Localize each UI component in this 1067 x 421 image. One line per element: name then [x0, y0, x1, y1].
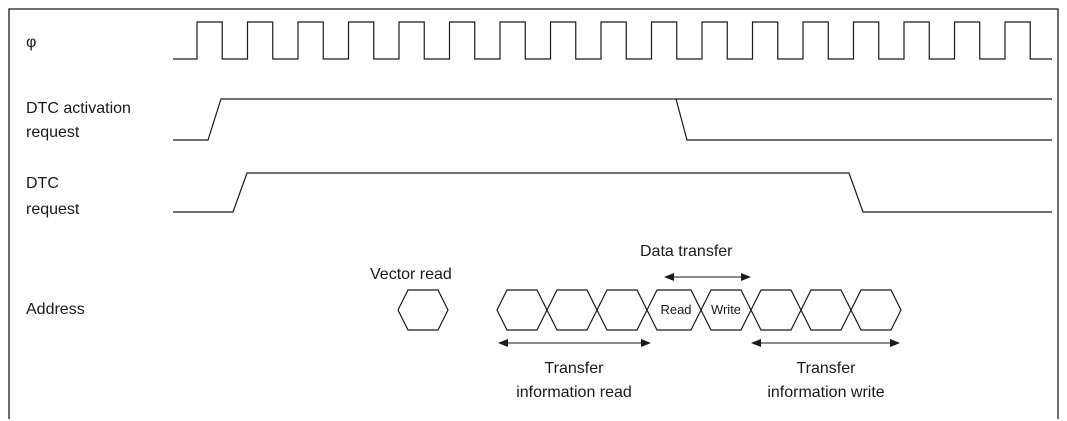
- phi-label: φ: [26, 34, 36, 51]
- read-cell-label: Read: [660, 302, 691, 317]
- write-cell-label: Write: [711, 302, 741, 317]
- data-transfer-label: Data transfer: [640, 243, 733, 260]
- transfer-cell: [800, 289, 852, 331]
- dtc-activation-request-waveform: [173, 98, 1052, 141]
- transfer-cell: [750, 289, 802, 331]
- vector-read-label: Vector read: [370, 266, 452, 283]
- transfer-information-read-arrow: [498, 339, 651, 347]
- address-label: Address: [26, 301, 85, 318]
- dtc-request-label-line2: request: [26, 201, 80, 218]
- address-bus-cells: [397, 289, 902, 331]
- dtc-request-label-line1: DTC: [26, 175, 59, 192]
- transfer-information-write-line2: information write: [767, 384, 884, 401]
- diagram-frame: [8, 8, 1059, 419]
- vector-read-cell: [397, 289, 449, 331]
- transfer-information-read-line2: information read: [516, 384, 632, 401]
- phi-clock-waveform: [173, 21, 1052, 60]
- dtc-request-waveform: [173, 172, 1052, 213]
- transfer-cell: [596, 289, 648, 331]
- transfer-information-read-line1: Transfer: [545, 360, 605, 377]
- transfer-cell: [850, 289, 902, 331]
- dtc-activation-request-label-line2: request: [26, 124, 80, 141]
- transfer-information-write-line1: Transfer: [797, 360, 857, 377]
- transfer-cell: [496, 289, 548, 331]
- data-transfer-arrow: [664, 273, 751, 281]
- dtc-activation-request-label-line1: DTC activation: [26, 100, 131, 117]
- transfer-information-write-arrow: [751, 339, 900, 347]
- transfer-cell: [546, 289, 598, 331]
